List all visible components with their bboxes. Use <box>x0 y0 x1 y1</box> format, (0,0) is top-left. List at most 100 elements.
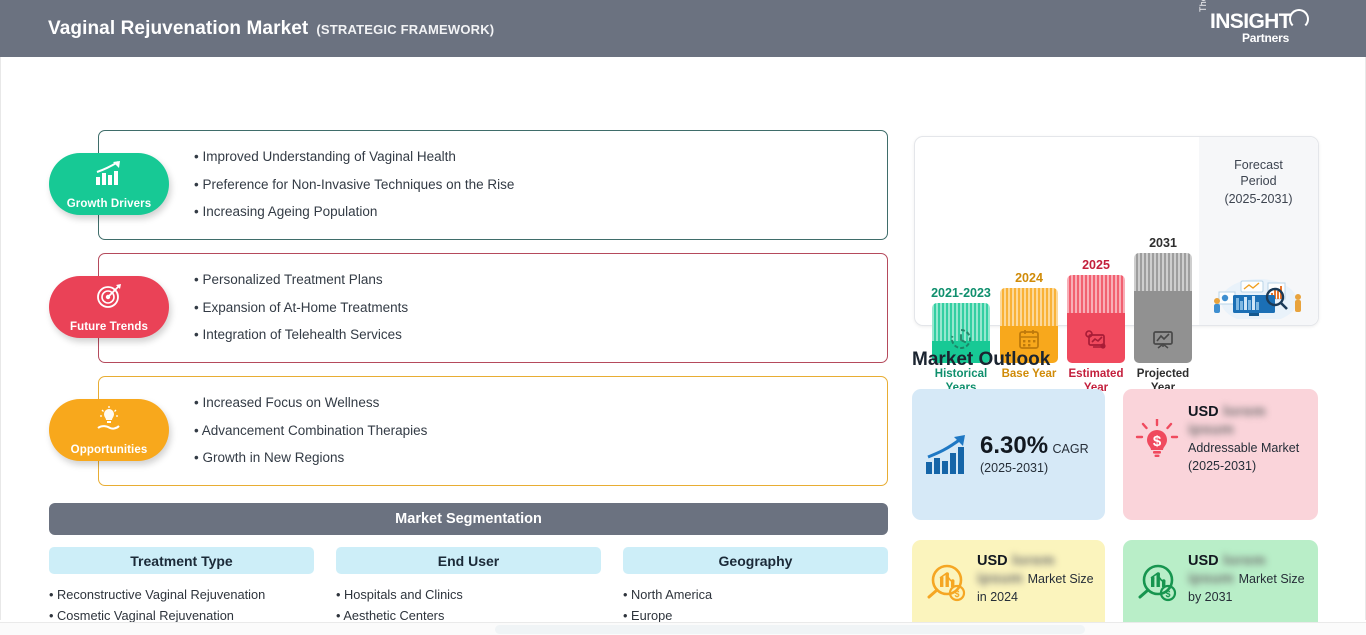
bar-group-estimated: 2025 <box>1065 258 1127 395</box>
bar-body <box>1134 291 1192 363</box>
segment-column-treatment-type: Treatment Type Reconstructive Vaginal Re… <box>49 547 314 626</box>
svg-text:$: $ <box>1165 589 1170 599</box>
bar-tick-label: 2025 <box>1082 258 1110 272</box>
calendar-icon <box>1016 327 1042 351</box>
lightbulb-dollar-icon: $ <box>1135 417 1179 463</box>
magnifier-chart-dollar-icon: $ <box>924 561 968 605</box>
bar-chart-arrow-icon <box>94 160 124 186</box>
list-item: Reconstructive Vaginal Rejuvenation <box>49 584 314 605</box>
chart-gear-icon <box>1083 327 1109 351</box>
future-trends-label: Future Trends <box>70 321 148 333</box>
growth-chart-icon <box>924 434 970 476</box>
horizontal-scrollbar[interactable] <box>0 622 1366 635</box>
bar-body <box>932 329 990 363</box>
page-subtitle: (STRATEGIC FRAMEWORK) <box>316 22 495 37</box>
market-size-2024-card: $ USD lorem ipsum Market Size in 2024 <box>912 540 1105 635</box>
opportunities-badge[interactable]: Opportunities <box>49 399 169 461</box>
obscured-value: lorem ipsum <box>1188 552 1266 587</box>
bar-tick-label: 2031 <box>1149 236 1177 250</box>
bar-tick-label: 2021-2023 <box>931 286 991 300</box>
bar-projected <box>1134 253 1192 363</box>
list-item: Advancement Combination Therapies <box>194 417 428 445</box>
market-size-2031-card: $ USD lorem ipsum Market Size by 2031 <box>1123 540 1318 635</box>
list-item: Improved Understanding of Vaginal Health <box>194 143 514 171</box>
forecast-period-panel: Forecast Period (2025-2031) <box>1199 137 1318 325</box>
opportunities-bullets: Increased Focus on Wellness Advancement … <box>194 389 428 472</box>
segment-list: Hospitals and Clinics Aesthetic Centers <box>336 584 601 626</box>
bar-group-base: 2024 <box>998 271 1060 382</box>
cagr-card: 6.30% CAGR (2025-2031) <box>912 389 1105 520</box>
cagr-caption: CAGR (2025-2031) <box>980 442 1089 475</box>
market-segmentation-header: Market Segmentation <box>49 503 888 535</box>
cagr-value: 6.30% <box>980 432 1049 459</box>
forecast-title-line1: Forecast <box>1234 158 1283 172</box>
content-canvas: Improved Understanding of Vaginal Health… <box>0 57 1366 635</box>
forecast-title-line2: Period <box>1240 174 1277 188</box>
bar-stripe-top <box>1067 275 1125 313</box>
bar-base <box>1000 288 1058 363</box>
logo-insight-text: INSIGHT <box>1210 10 1292 33</box>
magnifier-chart-dollar-icon: $ <box>1135 561 1179 605</box>
bar-group-projected: 2031 Projected Year <box>1132 236 1194 395</box>
growth-drivers-bullets: Improved Understanding of Vaginal Health… <box>194 143 514 226</box>
growth-drivers-badge[interactable]: Growth Drivers <box>49 153 169 215</box>
bar-body <box>1000 326 1058 363</box>
bar-stripe-top <box>1000 288 1058 326</box>
currency-label: USD <box>977 553 1008 569</box>
bar-body <box>1067 313 1125 363</box>
page-title: Vaginal Rejuvenation Market <box>48 18 309 39</box>
market-outlook-heading: Market Outlook <box>912 349 1051 370</box>
opportunities-label: Opportunities <box>70 444 148 456</box>
card-caption: Market Size by 2031 <box>1188 572 1305 604</box>
list-item: Europe <box>623 605 888 626</box>
list-item: Personalized Treatment Plans <box>194 266 408 294</box>
list-item: North America <box>623 584 888 605</box>
list-item: Hospitals and Clinics <box>336 584 601 605</box>
segment-title: Treatment Type <box>49 547 314 574</box>
svg-text:$: $ <box>954 589 959 599</box>
segment-title: Geography <box>623 547 888 574</box>
future-trends-box: Personalized Treatment Plans Expansion o… <box>98 253 888 363</box>
addressable-market-card: $ USD lorem ipsum Addressable Market (20… <box>1123 389 1318 520</box>
forecast-range: (2025-2031) <box>1224 192 1293 206</box>
bar-estimated <box>1067 275 1125 363</box>
growth-drivers-label: Growth Drivers <box>66 198 152 210</box>
list-item: Integration of Telehealth Services <box>194 321 408 349</box>
segment-list: Reconstructive Vaginal Rejuvenation Cosm… <box>49 584 314 626</box>
list-item: Growth in New Regions <box>194 444 427 472</box>
bar-stripe-top <box>1134 253 1192 291</box>
currency-label: USD <box>1188 553 1219 569</box>
insight-partners-logo: The INSIGHT Partners <box>1198 0 1310 49</box>
list-item: Cosmetic Vaginal Rejuvenation <box>49 605 314 626</box>
growth-drivers-box: Improved Understanding of Vaginal Health… <box>98 130 888 240</box>
scrollbar-thumb[interactable] <box>495 625 1085 634</box>
currency-label: USD <box>1188 404 1219 420</box>
obscured-value: lorem ipsum <box>1188 403 1266 438</box>
future-trends-bullets: Personalized Treatment Plans Expansion o… <box>194 266 408 349</box>
target-dart-icon <box>94 283 124 309</box>
page-header: Vaginal Rejuvenation Market (STRATEGIC F… <box>0 0 1366 57</box>
card-caption: Addressable Market (2025-2031) <box>1188 441 1300 473</box>
header-title-group: Vaginal Rejuvenation Market (STRATEGIC F… <box>48 18 494 40</box>
list-item: Preference for Non-Invasive Techniques o… <box>194 171 514 199</box>
future-trends-badge[interactable]: Future Trends <box>49 276 169 338</box>
list-item: Aesthetic Centers <box>336 605 601 626</box>
bar-category-label: Base Year <box>1001 368 1057 380</box>
segment-column-end-user: End User Hospitals and Clinics Aesthetic… <box>336 547 601 626</box>
bar-tick-label: 2024 <box>1015 271 1043 285</box>
lightbulb-hand-icon <box>94 406 124 432</box>
obscured-value: lorem ipsum <box>977 552 1055 587</box>
card-caption: Market Size in 2024 <box>977 572 1094 604</box>
list-item: Expansion of At-Home Treatments <box>194 294 408 322</box>
logo-arc-icon <box>1289 9 1309 29</box>
svg-text:$: $ <box>1153 433 1162 450</box>
logo-partners-text: Partners <box>1242 31 1290 45</box>
bar-group-historical: 2021-2023 Historical Years <box>930 286 992 395</box>
market-segmentation-title: Market Segmentation <box>395 511 542 527</box>
analytics-team-illustration <box>1205 267 1313 323</box>
logo-the-text: The <box>1198 0 1208 12</box>
presentation-chart-icon <box>1150 327 1176 351</box>
segment-title: End User <box>336 547 601 574</box>
list-item: Increased Focus on Wellness <box>194 389 427 417</box>
list-item: Increasing Ageing Population <box>194 198 514 226</box>
